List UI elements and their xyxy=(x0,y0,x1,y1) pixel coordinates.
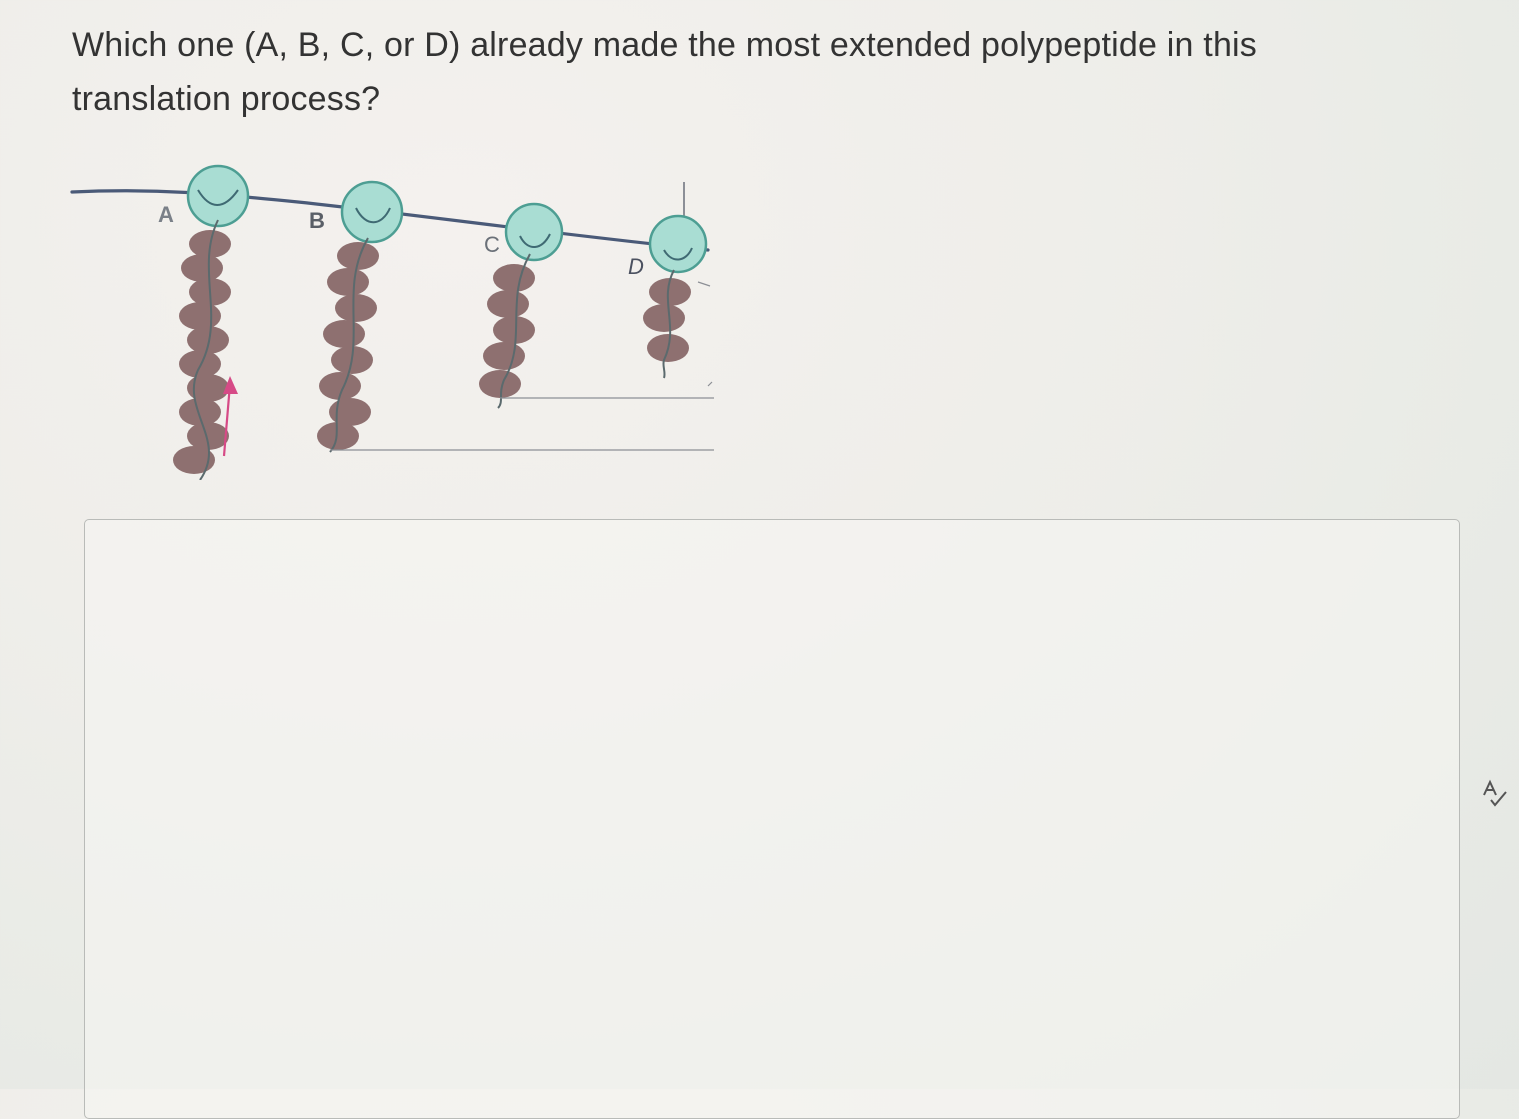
label-c: C xyxy=(484,232,500,257)
polypeptide-b xyxy=(317,237,379,453)
ribosome-b xyxy=(340,180,404,244)
label-a: A xyxy=(158,202,174,227)
ribosome-d xyxy=(648,214,708,274)
question-line-2: translation process? xyxy=(72,80,381,118)
answer-textarea[interactable] xyxy=(84,519,1460,1119)
polypeptide-a xyxy=(173,219,231,480)
arrow-marker xyxy=(222,376,238,457)
polypeptide-c xyxy=(479,253,535,409)
question-text: Which one (A, B, C, or D) already made t… xyxy=(72,18,1332,126)
label-d: D xyxy=(628,254,644,279)
ribosome-c xyxy=(504,202,564,262)
polyribosome-diagram: A B C D xyxy=(70,164,714,480)
label-b: B xyxy=(309,208,325,233)
guide-tick-d xyxy=(697,281,711,287)
mrna-strand xyxy=(70,189,710,252)
spellcheck-icon[interactable] xyxy=(1476,776,1512,812)
spellcheck-glyph-icon xyxy=(1483,779,1507,807)
polypeptide-d xyxy=(643,269,691,379)
question-line-1: Which one (A, B, C, or D) already made t… xyxy=(72,26,1258,64)
ribosome-a xyxy=(186,164,250,228)
guide-tick-c xyxy=(707,381,713,387)
